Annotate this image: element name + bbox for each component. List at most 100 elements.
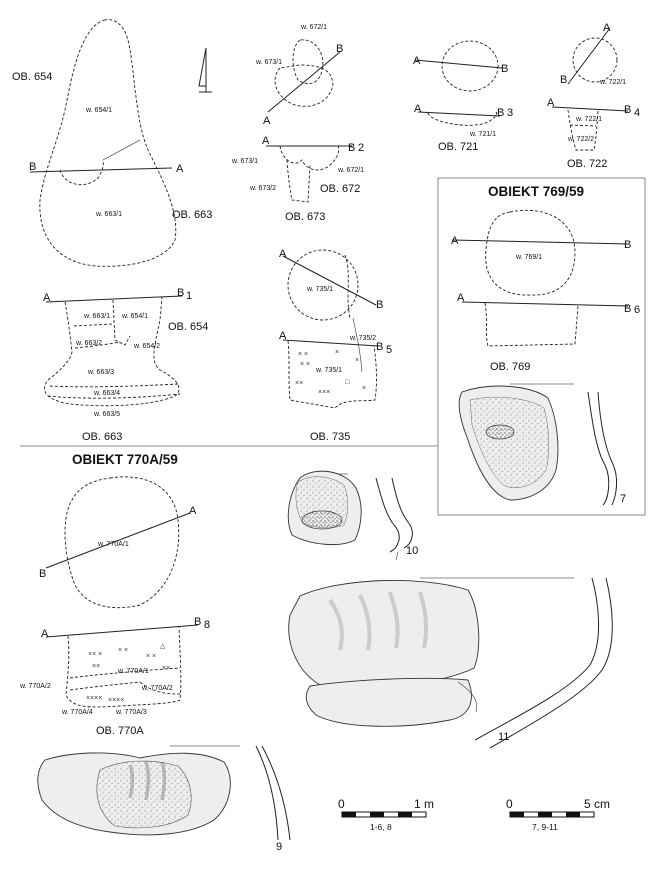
ob735-number: 5 bbox=[386, 344, 392, 356]
ob721-b: B bbox=[501, 63, 508, 75]
sec2-fill: w. 673/1 bbox=[231, 158, 258, 165]
svg-text:××: ×× bbox=[92, 663, 100, 670]
plan-ob672-673 bbox=[267, 39, 341, 113]
plan672-fill: w. 672/1 bbox=[300, 24, 327, 31]
sec2-number: 2 bbox=[358, 142, 364, 154]
ob735-a2: A bbox=[279, 330, 287, 342]
scale2-caption: 7, 9-11 bbox=[532, 822, 558, 832]
caption-ob770a: OB. 770A bbox=[96, 725, 144, 737]
find-7-label: 7 bbox=[620, 493, 626, 505]
heading-obiekt-769: OBIEKT 769/59 bbox=[488, 184, 584, 199]
ob769-b: B bbox=[624, 239, 631, 251]
scale2-zero: 0 bbox=[506, 797, 513, 811]
find-9-sherd bbox=[37, 745, 291, 841]
sec1-a: A bbox=[43, 292, 51, 304]
find-7-sherd bbox=[458, 383, 618, 506]
section-2 bbox=[266, 145, 352, 203]
ob769-fill: w. 769/1 bbox=[515, 254, 542, 261]
ob770-fill: w. 770A/3 bbox=[115, 709, 147, 716]
label-ob663: OB. 663 bbox=[172, 209, 212, 221]
ob721-a2: A bbox=[414, 103, 422, 115]
ob722-a2: A bbox=[547, 97, 555, 109]
label-ob654: OB. 654 bbox=[12, 71, 52, 83]
ob722-number: 4 bbox=[634, 107, 640, 119]
ob722-fill: w. 722/1 bbox=[599, 79, 626, 86]
scale-bar-5cm bbox=[509, 811, 595, 818]
plan-ob654-663 bbox=[29, 19, 177, 267]
plan-654-label-b: B bbox=[29, 161, 36, 173]
svg-text:××××: ×××× bbox=[86, 695, 102, 702]
ob770-number: 8 bbox=[204, 619, 210, 631]
ob770-fill: w. 770A/1 bbox=[117, 668, 149, 675]
find-9-label: 9 bbox=[276, 841, 282, 853]
sec2-fill: w. 672/1 bbox=[337, 167, 364, 174]
svg-text:××××: ×××× bbox=[108, 697, 124, 704]
scale1-end: 1 m bbox=[414, 797, 434, 811]
caption-ob673: OB. 673 bbox=[285, 211, 325, 223]
ob770-b2: B bbox=[194, 616, 201, 628]
ob735 bbox=[282, 249, 379, 409]
ob735-fill: w. 735/2 bbox=[349, 335, 376, 342]
ob735-b: B bbox=[376, 299, 383, 311]
find-11-sherd bbox=[288, 577, 613, 749]
svg-text:×: × bbox=[355, 357, 359, 364]
ob770-fill: w. 770A/2 bbox=[19, 683, 51, 690]
plan-654-label-a: A bbox=[176, 163, 184, 175]
sec2-b: B bbox=[348, 142, 355, 154]
ob721-number: 3 bbox=[507, 107, 513, 119]
ob721-b2: B bbox=[497, 107, 504, 119]
ob770-fill: w. 770A/1 bbox=[97, 541, 129, 548]
svg-text:×××: ××× bbox=[318, 389, 330, 396]
find-10-sherd bbox=[287, 470, 413, 561]
sec1-fill: w. 663/3 bbox=[87, 369, 114, 376]
obiekt-769-frame bbox=[437, 177, 646, 516]
sec1-fill: w. 663/1 bbox=[83, 313, 110, 320]
scale2-end: 5 cm bbox=[584, 797, 610, 811]
svg-text:×: × bbox=[362, 385, 366, 392]
fill-654-1: w. 654/1 bbox=[85, 107, 112, 114]
ob722-fill: w. 722/1 bbox=[575, 116, 602, 123]
ob735-fill: w. 735/1 bbox=[306, 286, 333, 293]
ob735-inclusions: × ××× × ×××××× ×□ bbox=[295, 349, 366, 396]
svg-text:× ×: × × bbox=[298, 351, 308, 358]
sec2-fill: w. 673/2 bbox=[249, 185, 276, 192]
ob722-fill: w. 722/2 bbox=[567, 136, 594, 143]
svg-text:□: □ bbox=[345, 379, 350, 386]
ob769-b2: B bbox=[624, 303, 631, 315]
heading-obiekt-770a: OBIEKT 770A/59 bbox=[72, 452, 178, 467]
svg-text:××: ×× bbox=[162, 665, 170, 672]
ob770-b: B bbox=[39, 568, 46, 580]
find-11-label: 11 bbox=[498, 731, 509, 743]
sec1-fill: w. 663/2 bbox=[75, 340, 102, 347]
svg-text:△: △ bbox=[160, 643, 166, 650]
section-1 bbox=[44, 295, 183, 407]
scale-bar-1m bbox=[341, 811, 427, 818]
ob722-a: A bbox=[603, 22, 611, 34]
ob770a bbox=[45, 476, 199, 708]
scale1-caption: 1-6, 8 bbox=[370, 822, 392, 832]
svg-text:× ×: × × bbox=[118, 647, 128, 654]
caption-ob663: OB. 663 bbox=[82, 431, 122, 443]
sec1-fill: w. 663/4 bbox=[93, 390, 120, 397]
svg-text:× ×: × × bbox=[300, 361, 310, 368]
sec1-b: B bbox=[177, 287, 184, 299]
ob769-number: 6 bbox=[634, 304, 640, 316]
sec1-fill: w. 663/5 bbox=[93, 411, 120, 418]
svg-text:× ×: × × bbox=[146, 653, 156, 660]
label-ob672: OB. 672 bbox=[320, 183, 360, 195]
north-arrow-icon bbox=[198, 47, 212, 93]
find-10-label: 10 bbox=[406, 545, 418, 557]
ob735-fill: w. 735/1 bbox=[315, 367, 342, 374]
caption-ob722: OB. 722 bbox=[567, 158, 607, 170]
ob721-fill: w. 721/1 bbox=[469, 131, 496, 138]
ob722 bbox=[551, 27, 629, 151]
sec1-number: 1 bbox=[186, 290, 192, 302]
plan672-a: A bbox=[263, 115, 271, 127]
svg-text:×: × bbox=[335, 349, 339, 356]
ob770-a2: A bbox=[41, 628, 49, 640]
ob735-b2: B bbox=[376, 341, 383, 353]
ob721-a: A bbox=[413, 55, 421, 67]
ob722-b2: B bbox=[624, 104, 631, 116]
svg-text:×× ×: ×× × bbox=[88, 651, 102, 658]
